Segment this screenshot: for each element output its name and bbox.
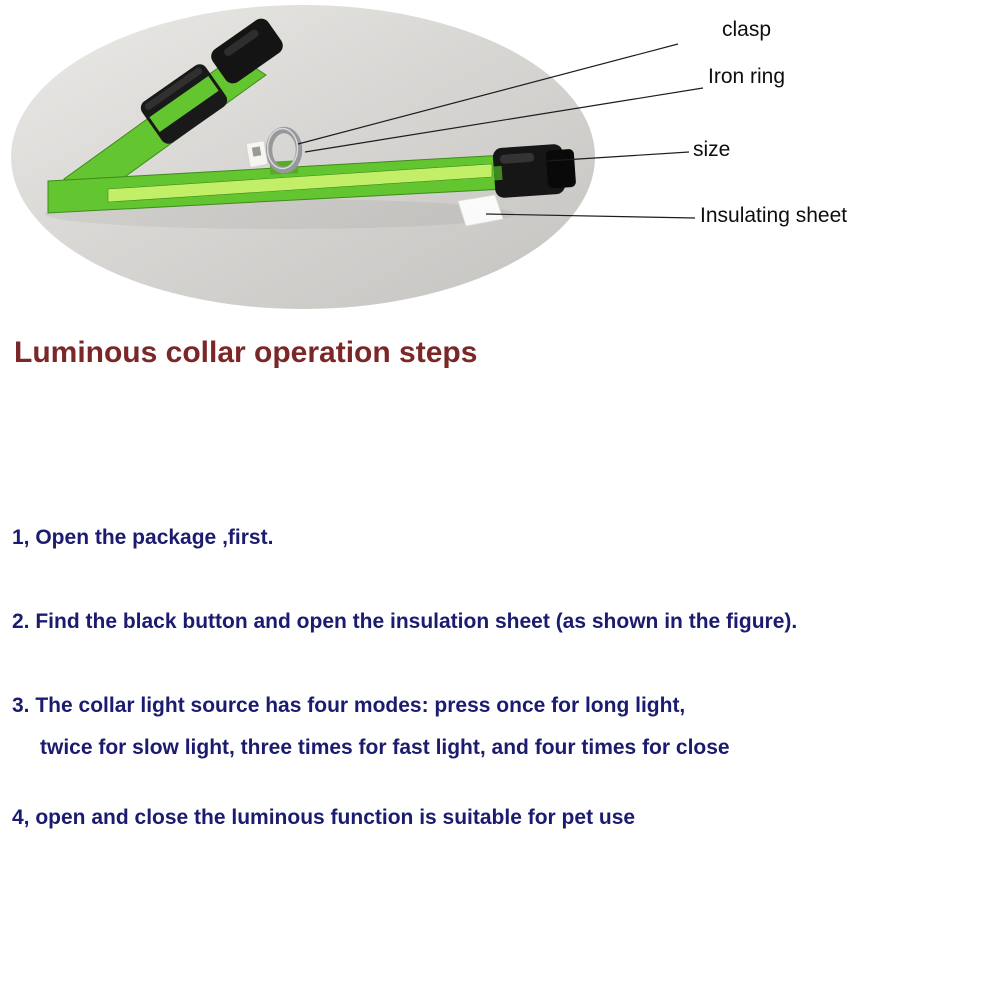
clasp-buckle	[211, 18, 283, 84]
buckle-highlight	[500, 152, 535, 164]
buckle-strap-entry	[493, 165, 503, 181]
slider-strap-window	[149, 75, 219, 133]
leader-line-clasp	[297, 43, 679, 145]
photo-ellipse-background	[11, 5, 595, 309]
insulating-sheet-tab	[457, 194, 504, 227]
label-clasp: clasp	[722, 18, 772, 41]
iron-ring	[265, 126, 303, 174]
buckle-end-cap	[545, 149, 576, 189]
led-light-strip	[107, 163, 493, 203]
size-tag-print	[251, 146, 262, 157]
clasp-body	[211, 18, 283, 84]
clasp-highlight	[224, 29, 259, 56]
step-2: 2. Find the black button and open the in…	[12, 610, 798, 633]
collar	[47, 18, 576, 227]
leader-lines	[297, 43, 704, 219]
label-iron-ring: Iron ring	[708, 65, 786, 88]
step-1: 1, Open the package ,first.	[12, 526, 274, 549]
collar-photo-illustration	[11, 5, 704, 309]
leader-line-insulating-sheet	[485, 213, 696, 219]
slider-highlight	[144, 67, 203, 111]
page-title: Luminous collar operation steps	[14, 336, 478, 369]
step-4: 4, open and close the luminous function …	[12, 806, 636, 829]
iron-ring-highlight	[266, 127, 299, 170]
step-3-line-2: twice for slow light, three times for fa…	[40, 736, 730, 759]
strap-slider	[140, 64, 228, 144]
label-insulating-sheet: Insulating sheet	[700, 204, 848, 227]
side-release-buckle	[492, 144, 576, 198]
label-size: size	[693, 138, 731, 161]
step-3-line-1: 3. The collar light source has four mode…	[12, 694, 686, 717]
size-tag	[246, 140, 268, 168]
leader-line-size	[546, 151, 690, 162]
iron-ring-metal	[265, 126, 303, 174]
leader-line-iron-ring	[304, 87, 704, 153]
product-photo-section: clasp Iron ring size Insulating sheet	[0, 0, 1000, 320]
